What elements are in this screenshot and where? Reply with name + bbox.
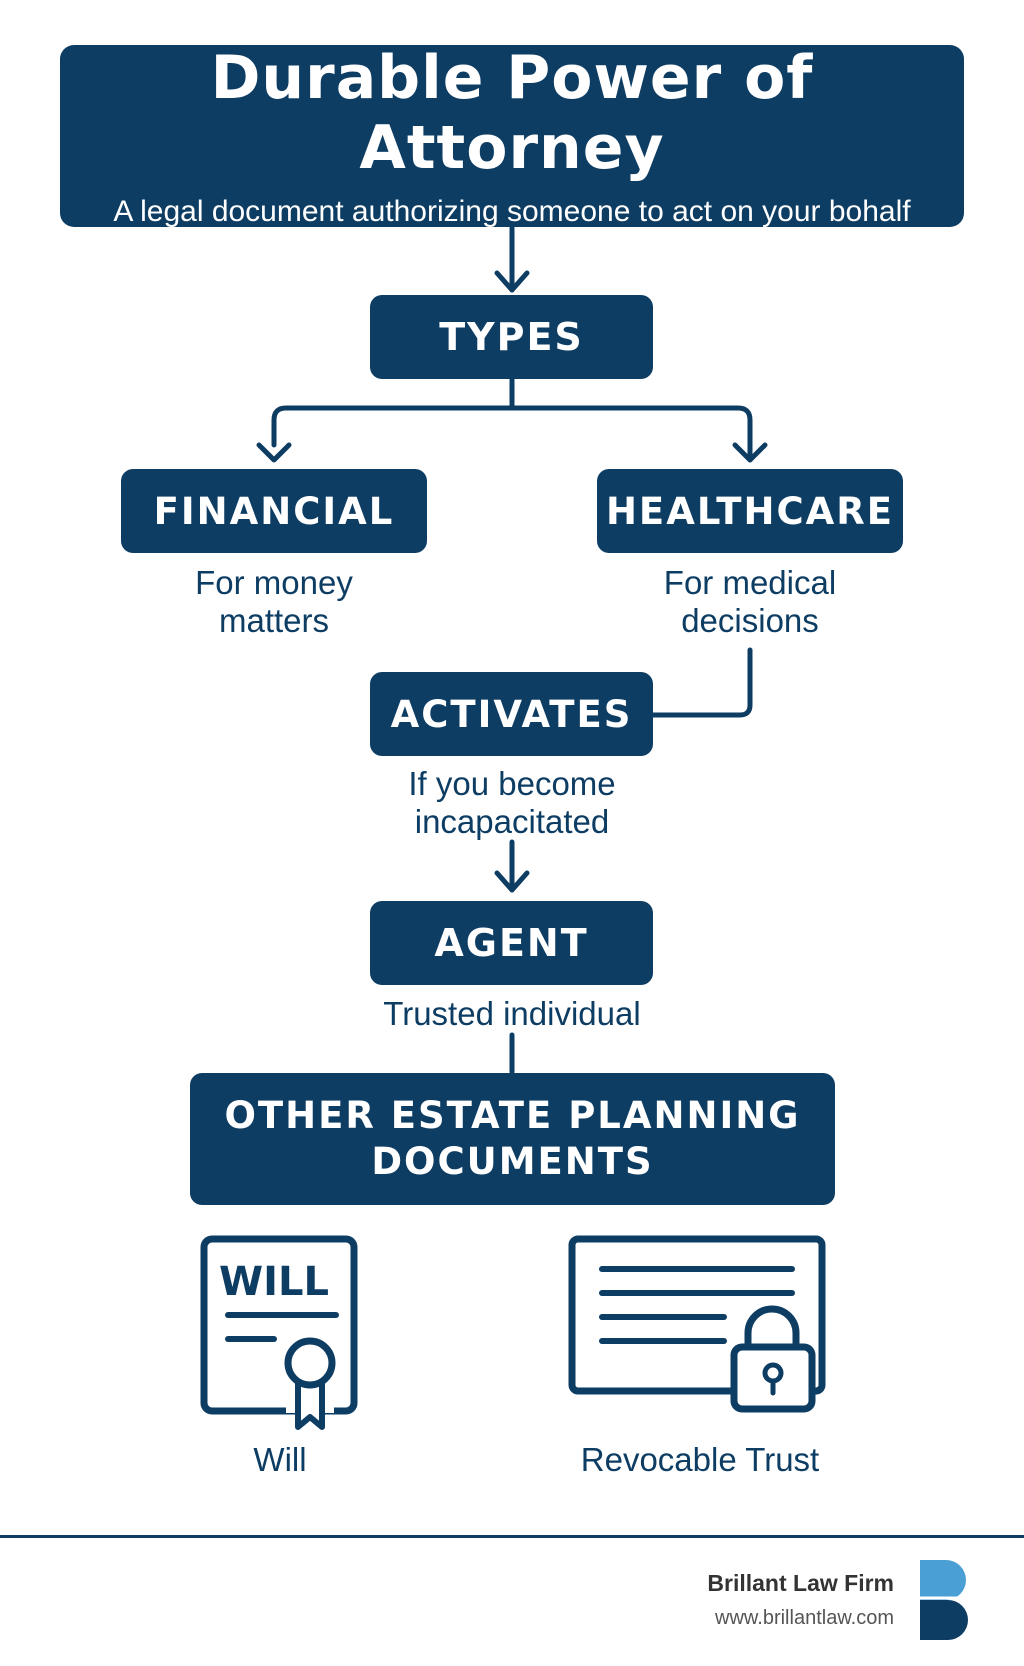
activates-box: ACTIVATES xyxy=(370,672,653,756)
page-subtitle: A legal document authorizing someone to … xyxy=(113,195,911,228)
trust-label: Revocable Trust xyxy=(580,1441,820,1478)
other-documents-box: OTHER ESTATE PLANNING DOCUMENTS xyxy=(190,1073,835,1205)
other-documents-label-line2: DOCUMENTS xyxy=(371,1140,654,1183)
will-document-icon: WILL xyxy=(200,1235,358,1430)
healthcare-box: HEALTHCARE xyxy=(597,469,903,553)
page-title: Durable Power of Attorney xyxy=(210,43,814,183)
activates-label: ACTIVATES xyxy=(390,692,633,736)
financial-desc-line2: matters xyxy=(218,602,330,639)
document-lock-icon xyxy=(568,1235,826,1413)
footer-divider xyxy=(0,1535,1024,1538)
types-label: TYPES xyxy=(439,315,584,359)
agent-description: Trusted individual xyxy=(383,995,641,1032)
b-logo-icon xyxy=(920,1560,976,1640)
healthcare-desc-line2: decisions xyxy=(681,602,819,639)
will-label: Will xyxy=(253,1441,307,1478)
financial-box: FINANCIAL xyxy=(121,469,427,553)
firm-name: Brillant Law Firm xyxy=(707,1570,894,1596)
financial-desc-line1: For money xyxy=(195,564,353,601)
agent-label: AGENT xyxy=(434,921,589,965)
header-box: Durable Power of Attorney A legal docume… xyxy=(60,43,964,228)
agent-box: AGENT xyxy=(370,901,653,985)
firm-url[interactable]: www.brillantlaw.com xyxy=(715,1607,894,1629)
financial-description: For money matters xyxy=(124,564,424,640)
healthcare-description: For medical decisions xyxy=(600,564,900,640)
activates-desc-line2: incapacitated xyxy=(414,803,610,840)
activates-desc-line1: If you become xyxy=(408,765,616,802)
activates-description: If you become incapacitated xyxy=(362,765,662,841)
will-icon-text: WILL xyxy=(219,1259,329,1305)
financial-label: FINANCIAL xyxy=(153,489,395,533)
healthcare-label: HEALTHCARE xyxy=(605,489,895,533)
types-box: TYPES xyxy=(370,295,653,379)
other-documents-label-line1: OTHER ESTATE PLANNING xyxy=(224,1094,801,1137)
healthcare-desc-line1: For medical xyxy=(663,564,837,601)
